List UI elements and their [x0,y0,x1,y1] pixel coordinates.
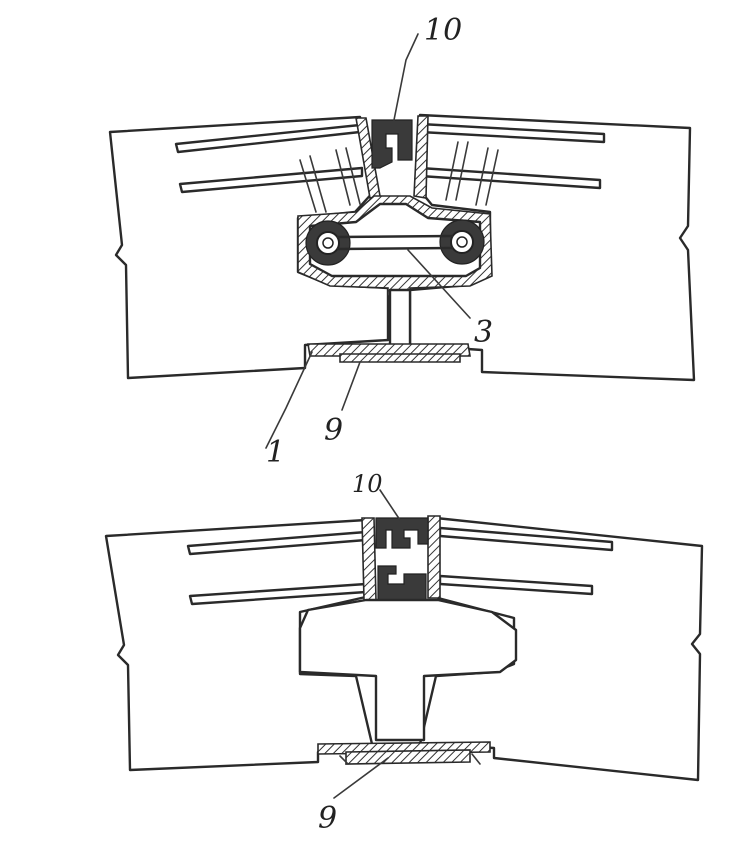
label-3-top: 3 [474,315,493,350]
right-anchor-rods [445,141,499,206]
leader-9-bottom [333,757,389,799]
right-joint-plate [413,115,429,199]
right-joint-plate-bottom [427,515,441,599]
bottom-plate-9-top [307,343,471,357]
left-hinge-pin [322,237,334,249]
top-figure: 10 3 1 9 [108,13,696,470]
label-9-top: 9 [324,413,343,448]
leader-3-top [407,249,471,319]
bottom-plate-9-lower-bottom [345,749,471,765]
left-slab-top [108,115,390,380]
key-element-10-bottom [375,517,429,549]
right-rebar-lower-bottom [438,574,594,596]
bottom-plate-9-lower-strip [339,353,461,363]
left-anchor-rods [299,147,361,213]
bottom-anchor-marks [339,753,481,765]
label-10-top: 10 [424,13,462,48]
central-stem-top [388,288,412,352]
left-rebar-upper [174,123,362,154]
label-1-top: 1 [266,435,285,470]
left-rebar-lower [178,166,364,194]
label-9-bottom: 9 [318,801,337,836]
central-chamber-inner [308,202,482,278]
central-chamber-bottom [298,598,518,742]
leader-10-top [393,33,419,121]
leader-10-bottom [379,489,401,521]
leader-1-top [265,351,313,449]
right-rebar-lower [418,166,602,190]
connecting-link-3 [336,234,454,251]
left-rebar-lower-bottom [188,582,368,606]
bottom-figure: 10 9 [104,470,704,836]
key-element-10-top [371,119,413,169]
left-joint-plate-bottom [361,517,377,601]
right-rebar-upper [418,122,606,144]
left-rebar-upper-bottom [186,530,368,556]
right-rebar-upper-bottom [438,526,614,552]
leader-9-top [341,361,361,411]
key-element-lower-bottom [377,565,427,601]
label-10-bottom: 10 [352,470,383,498]
right-hinge-pin [456,236,468,248]
